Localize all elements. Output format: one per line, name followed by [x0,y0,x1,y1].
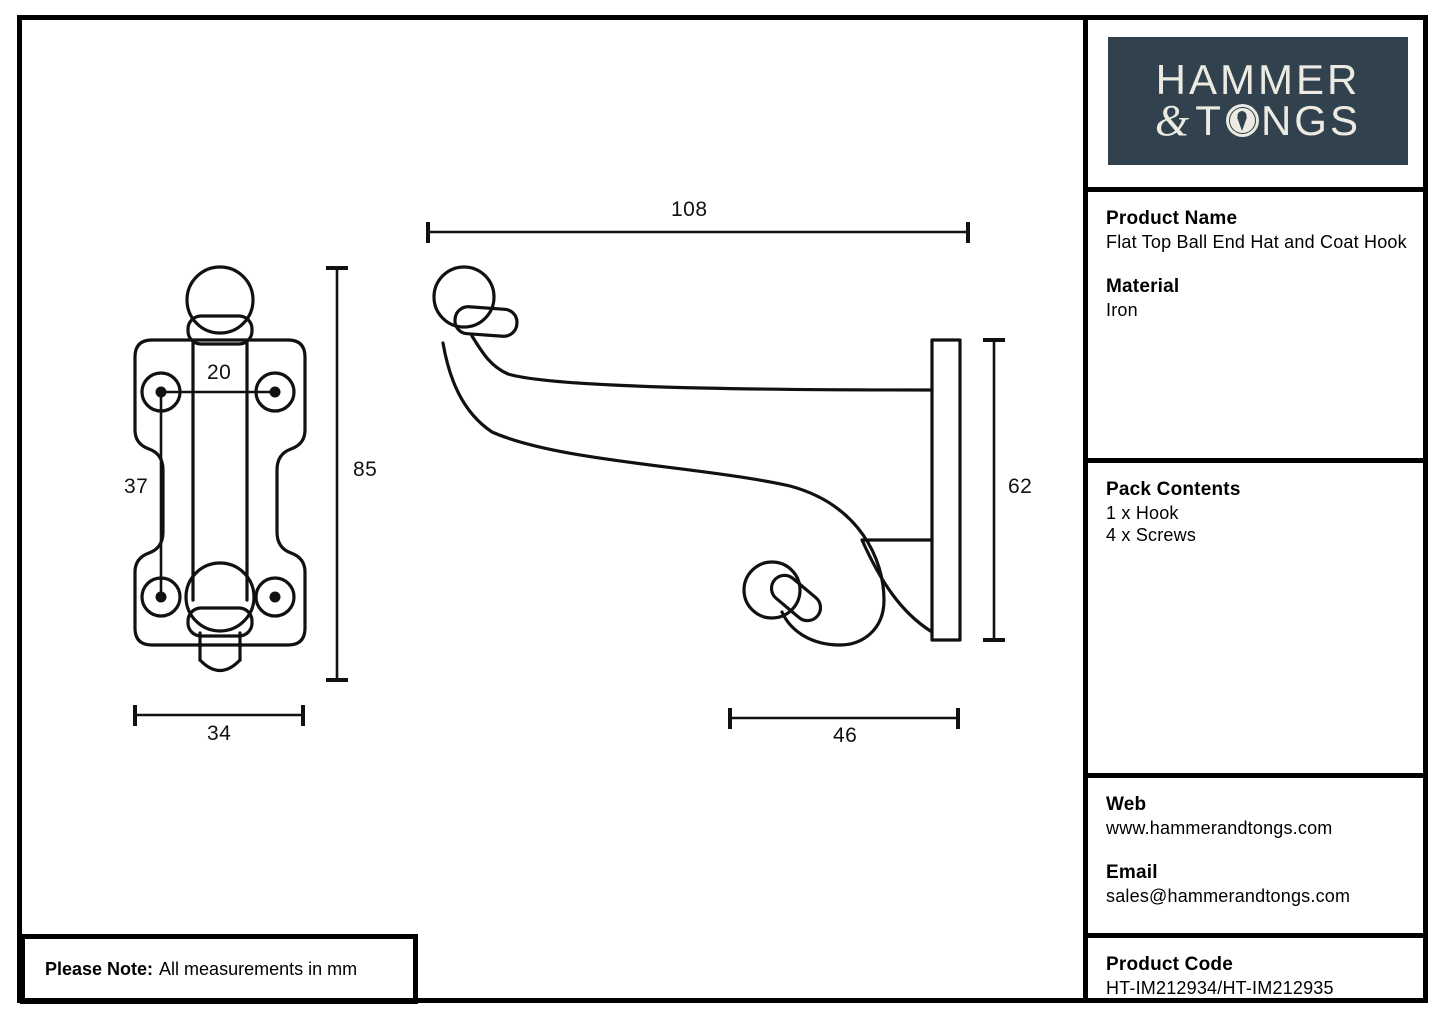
please-note-label: Please Note: [45,958,154,979]
web-field: Web www.hammerandtongs.com [1106,794,1410,840]
email-label: Email [1106,861,1158,883]
ampersand-glyph: & [1155,96,1190,146]
sheet-border [17,15,1428,1003]
please-note-text: All measurements in mm [159,958,358,979]
logo-text-ngs: NGS [1260,97,1361,144]
dimension-label-46: 46 [833,724,858,747]
logo-text-t: T [1195,97,1224,144]
contact-panel: Web www.hammerandtongs.com Email sales@h… [1088,773,1428,933]
material-label: Material [1106,275,1180,297]
dimension-label-37: 37 [124,475,149,498]
product-code-label: Product Code [1106,954,1233,975]
pack-contents-field: Pack Contents 1 x Hook 4 x Screws [1106,479,1410,547]
side-view-geometry [432,265,962,647]
side-view-dimension-lines [426,222,1005,729]
material-value: Iron [1106,299,1138,320]
logo-text-tongs: & T NGS [1155,96,1361,146]
dimension-label-85: 85 [353,458,378,481]
pack-contents-label: Pack Contents [1106,479,1241,500]
front-view-dimension-lines [133,266,348,726]
keyhole-escutcheon-icon [1225,104,1259,138]
material-field: Material Iron [1106,276,1410,322]
dimension-label-108: 108 [671,198,708,221]
product-details-panel: Product Name Flat Top Ball End Hat and C… [1088,187,1428,458]
pack-contents-item-hook: 1 x Hook [1106,503,1179,523]
email-value[interactable]: sales@hammerandtongs.com [1106,885,1351,906]
pack-contents-item-screws: 4 x Screws [1106,524,1197,545]
product-name-label: Product Name [1106,208,1238,229]
pack-contents-panel: Pack Contents 1 x Hook 4 x Screws [1088,458,1428,773]
logo-text-hammer: HAMMER [1155,56,1361,104]
dimension-label-34: 34 [207,722,232,745]
web-value[interactable]: www.hammerandtongs.com [1106,818,1333,838]
screw-hole-centres [155,386,281,603]
hammer-and-tongs-logo: HAMMER & T NGS [1108,37,1408,165]
technical-drawing-svg [133,222,1005,729]
product-name-field: Product Name Flat Top Ball End Hat and C… [1106,208,1410,254]
email-field: Email sales@hammerandtongs.com [1106,862,1410,908]
brand-logo-panel: HAMMER & T NGS [1088,15,1428,187]
dimension-label-62: 62 [1008,475,1033,498]
web-label: Web [1106,794,1147,815]
product-name-value: Flat Top Ball End Hat and Coat Hook [1106,232,1407,252]
keyhole-ring-icon [1228,107,1256,135]
product-code-panel: Product Code HT-IM212934/HT-IM212935 [1088,933,1428,1003]
product-code-value: HT-IM212934/HT-IM212935 [1106,978,1334,998]
info-column: HAMMER & T NGS Product Name Flat Top Bal… [1083,15,1428,1003]
please-note-box: Please Note: All measurements in mm [20,934,418,1004]
drawing-area: 108 20 37 85 34 62 46 [124,198,1033,747]
dimension-label-20: 20 [207,361,232,384]
